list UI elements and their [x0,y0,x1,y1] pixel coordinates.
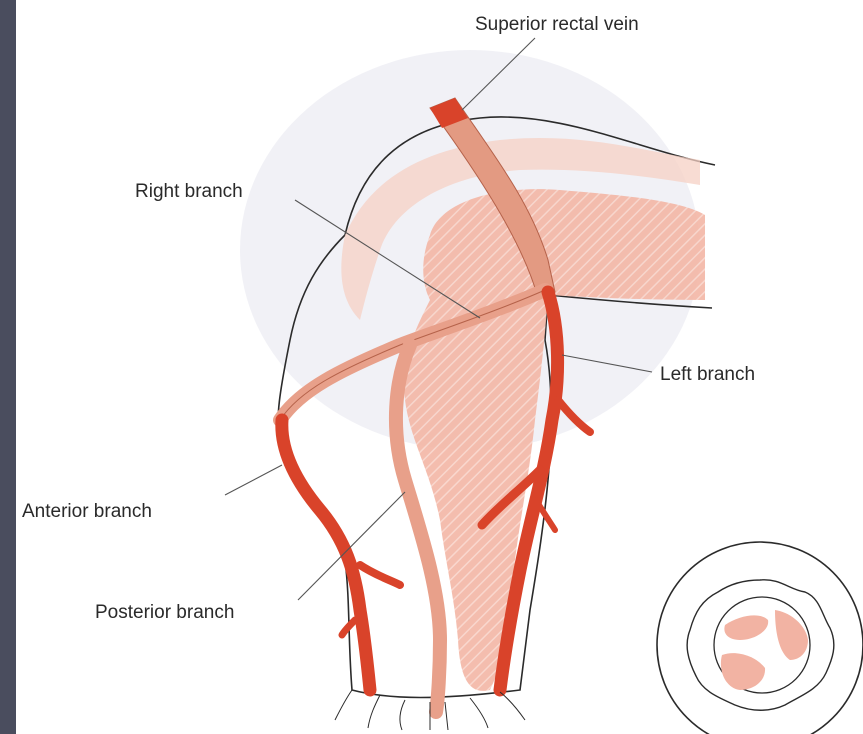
label-right-branch: Right branch [135,181,243,202]
label-anterior-branch: Anterior branch [22,501,152,522]
label-posterior-branch: Posterior branch [95,602,234,623]
label-left-branch: Left branch [660,364,755,385]
label-superior-rectal-vein: Superior rectal vein [475,14,639,35]
anterior-branch-twig [360,565,400,585]
leader-anterior-branch [225,465,282,495]
anal-verge-lines [335,690,525,730]
anterior-branch-vessel [282,420,370,690]
cross-section-inset [657,542,863,734]
